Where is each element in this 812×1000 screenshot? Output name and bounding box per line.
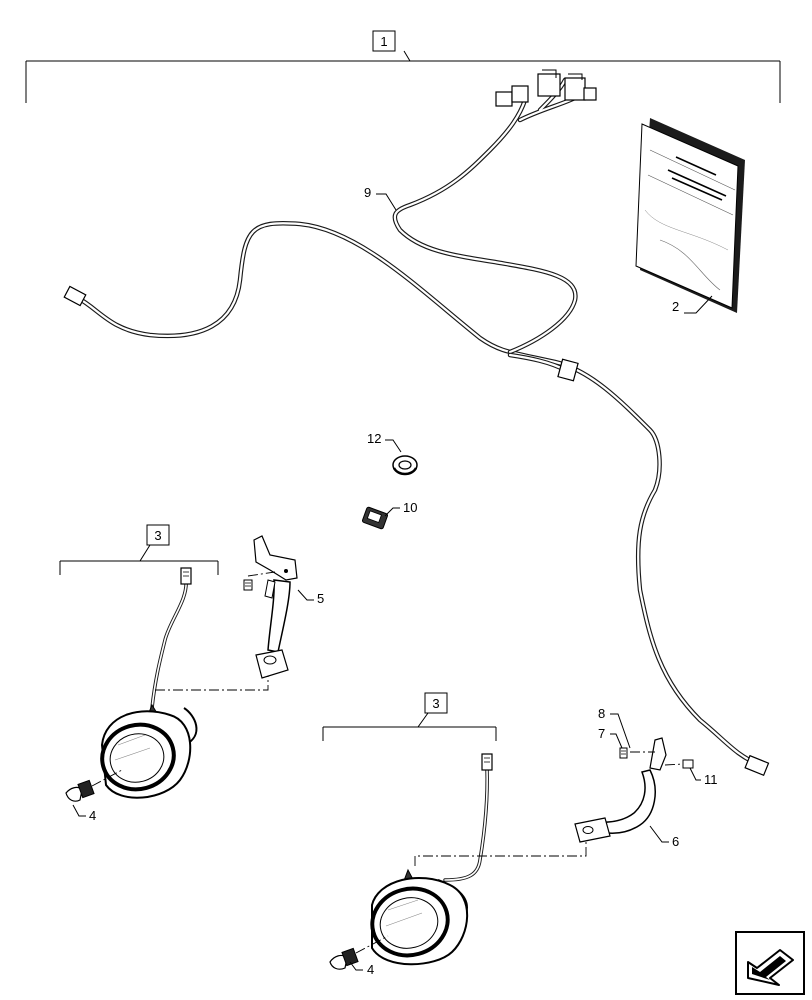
sub-3-right-bracket: 3 [322,692,497,741]
kit-1-bracket: 1 [25,30,781,103]
bulb-left [65,779,95,802]
callout-4-right-group: 4 [349,961,374,977]
nut-right-leader [664,763,684,766]
lamp-left-leader [155,676,269,691]
callout-12: 12 [367,431,381,446]
callout-10: 10 [403,500,417,515]
grommet [392,455,418,476]
callout-4-left: 4 [89,808,96,823]
callout-12-group: 12 [367,431,402,453]
callout-9: 9 [364,185,371,200]
callout-2-group: 2 [672,295,713,314]
callout-sub-3-right: 3 [432,696,439,711]
callout-6-group: 6 [649,825,679,849]
bracket-nut-right [682,759,694,769]
callout-8: 8 [598,706,605,721]
arrow-return-icon[interactable] [735,931,805,995]
callout-7-group: 7 [598,726,623,749]
callout-5-group: 5 [297,589,324,606]
sub-3-left-bracket: 3 [59,524,219,575]
bulb-right [329,947,359,970]
bracket-bolt-right [619,747,628,759]
work-lamp-left [100,567,198,799]
callout-4-left-group: 4 [72,804,96,823]
callout-11-group: 11 [689,767,718,787]
rocker-switch [361,506,389,530]
installation-instructions-booklet [635,118,745,313]
lamp-right-leader [414,840,587,866]
work-lamp-right [370,753,493,966]
callout-10-group: 10 [384,500,417,517]
callout-11: 11 [704,772,718,787]
callout-4-right: 4 [367,962,374,977]
callout-2: 2 [672,299,679,314]
callout-8-group: 8 [598,706,631,749]
harness-connectors [63,69,770,777]
callout-kit-1: 1 [380,34,387,49]
bracket-bolt-left [243,579,253,591]
mounting-bracket-right [574,737,667,843]
mounting-bracket-left [253,535,298,679]
callout-6: 6 [672,834,679,849]
bulb-right-leader [355,935,389,954]
callout-5: 5 [317,591,324,606]
callout-7: 7 [598,726,605,741]
bolt-left-leader [247,571,276,577]
callout-9-group: 9 [364,185,397,211]
callout-sub-3-left: 3 [154,528,161,543]
bulb-left-leader [91,769,123,787]
